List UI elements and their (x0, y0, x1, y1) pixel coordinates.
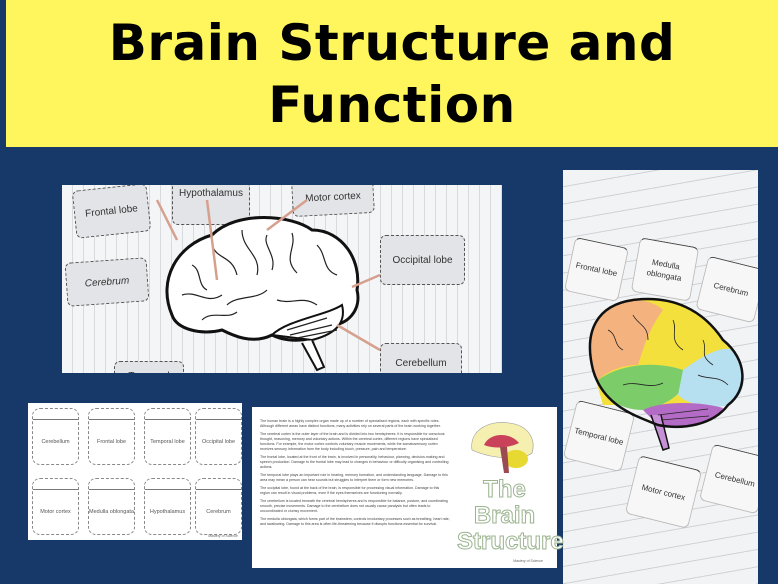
photo-notebook-brain-outline: Frontal lobe Hypothalamus Motor cortex C… (62, 185, 502, 373)
cutout-label-sheet: Cerebellum Frontal lobe Temporal lobe Oc… (28, 403, 242, 540)
label-card: Temporal lobe (144, 408, 191, 465)
label-card: Medulla oblongata (88, 478, 135, 535)
title-line-2: Function (268, 75, 516, 134)
sheet-footer: Mastery of Science (513, 559, 543, 563)
side-title-line: Brain (473, 502, 536, 529)
side-title-line: Structure (457, 528, 565, 555)
flap-label: Temporal (114, 361, 184, 373)
paragraph: The medulla oblongata, which forms part … (260, 517, 450, 526)
paragraph: The cerebellum is located beneath the ce… (260, 499, 448, 513)
paragraph: The human brain is a highly complex orga… (260, 419, 441, 428)
flap-label: Hypothalamus (172, 185, 250, 225)
title-line-1: Brain Structure and (108, 13, 676, 72)
information-sheet: The human brain is a highly complex orga… (252, 407, 565, 568)
coloured-brain-drawing (588, 297, 744, 451)
photo-notebook-coloured-brain: Frontal lobe Medulla oblongata Cerebrum … (563, 170, 758, 584)
brain-outline-drawing (155, 199, 381, 372)
side-title: The Brain Structure (457, 476, 565, 555)
label-card: Frontal lobe (88, 408, 135, 465)
label-card: Hypothalamus (144, 478, 191, 535)
brain-cross-section-diagram (471, 422, 534, 473)
paragraph: The occipital lobe, found at the back of… (260, 486, 440, 495)
label-card: Occipital lobe (195, 408, 242, 465)
paragraph: The frontal lobe, located at the front o… (260, 455, 449, 469)
label-card: Cerebellum (32, 408, 79, 465)
sheet-footer: Mastery of Science (208, 534, 238, 538)
label-card: Motor cortex (32, 478, 79, 535)
side-title-line: The (483, 476, 527, 503)
flap-label: Cerebellum (380, 343, 462, 373)
flap-label: Occipital lobe (380, 235, 465, 285)
label-card: Cerebrum (195, 478, 242, 535)
paragraph: The temporal lobe plays an important rol… (260, 473, 448, 482)
paragraph: The cerebral cortex is the outer layer o… (260, 432, 445, 451)
